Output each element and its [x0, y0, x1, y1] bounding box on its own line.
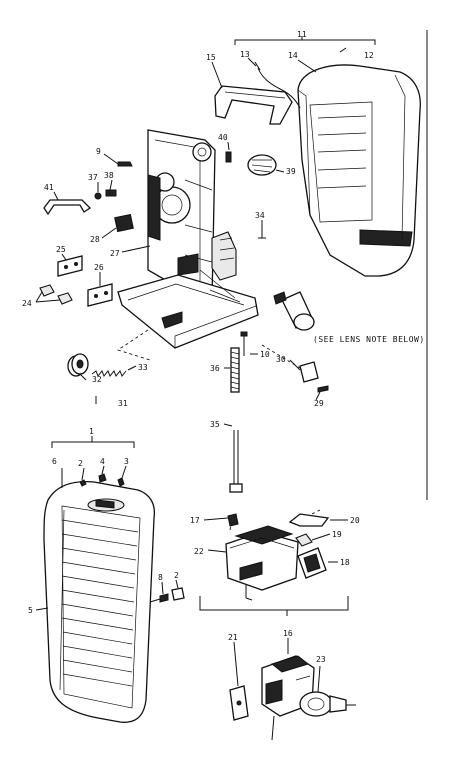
callout-27: 27 [110, 249, 120, 258]
callout-19: 19 [332, 530, 342, 539]
callout-17: 17 [190, 516, 200, 525]
callout-40: 40 [218, 133, 228, 142]
callout-38: 38 [104, 171, 114, 180]
callout-34: 34 [255, 211, 265, 220]
callout-25: 25 [56, 245, 66, 254]
callout-1: 1 [89, 427, 94, 436]
screw-9-part [117, 161, 133, 167]
callout-26: 26 [94, 263, 104, 272]
callout-29: 29 [314, 399, 324, 408]
knobs-24-part [39, 284, 73, 305]
callout-12: 12 [364, 51, 374, 60]
screw-2-part [171, 587, 185, 601]
callout-41: 41 [44, 183, 54, 192]
callout-5: 5 [28, 606, 33, 615]
plate-25-part [57, 255, 83, 277]
callout-33: 33 [138, 363, 148, 372]
callout-2b: 2 [174, 571, 179, 580]
lens-note: (SEE LENS NOTE BELOW) [313, 335, 425, 344]
callout-20: 20 [350, 516, 360, 525]
screw-17-part [227, 513, 239, 527]
callout-32: 32 [92, 375, 102, 384]
callout-23: 23 [316, 655, 326, 664]
top-cover-part [297, 64, 421, 277]
handle-part [214, 85, 293, 125]
lead-screw-part [230, 347, 240, 393]
lower-housing-part [43, 480, 156, 723]
lens-barrel-part [273, 291, 315, 331]
callout-37: 37 [88, 173, 98, 182]
callout-2a: 2 [78, 459, 83, 468]
motor-23-part [299, 691, 356, 717]
lever-part [43, 189, 117, 216]
callout-labels: 11 12 15 13 14 40 9 39 41 37 38 34 28 27… [22, 30, 374, 664]
leader-lines [35, 47, 348, 693]
socket-19-part [295, 533, 313, 547]
long-screw-part [229, 430, 243, 493]
callout-9: 9 [96, 147, 101, 156]
callout-22: 22 [194, 547, 204, 556]
lamp-house-part [225, 525, 299, 601]
callout-30: 30 [276, 355, 286, 364]
callout-14: 14 [288, 51, 298, 60]
spring-33-part [91, 370, 127, 377]
callout-28: 28 [90, 235, 100, 244]
callout-36: 36 [210, 364, 220, 373]
callout-35: 35 [210, 420, 220, 429]
cam-part [247, 154, 277, 176]
callout-3: 3 [124, 457, 129, 466]
callout-15: 15 [206, 53, 216, 62]
main-frame-part [117, 129, 259, 349]
plate-26-part [87, 283, 113, 307]
callout-4: 4 [100, 457, 105, 466]
clip-20-part [288, 513, 330, 527]
callout-10: 10 [260, 350, 270, 359]
callout-6: 6 [52, 457, 57, 466]
callout-8: 8 [158, 573, 163, 582]
callout-39: 39 [286, 167, 296, 176]
callout-13: 13 [240, 50, 250, 59]
callout-24: 24 [22, 299, 32, 308]
spring-8-part [159, 593, 169, 603]
handle-spring-part [257, 67, 301, 109]
screw-40-part [225, 151, 232, 163]
plate-21-part [229, 685, 249, 721]
callout-16: 16 [283, 629, 293, 638]
callout-21: 21 [228, 633, 238, 642]
callout-31: 31 [118, 399, 128, 408]
callout-18: 18 [340, 558, 350, 567]
roller-32-part [67, 353, 89, 377]
screw-29-part [317, 385, 329, 393]
callout-11: 11 [297, 30, 307, 39]
bracket-30-part [299, 361, 319, 383]
shutter-plate-part [114, 213, 134, 233]
